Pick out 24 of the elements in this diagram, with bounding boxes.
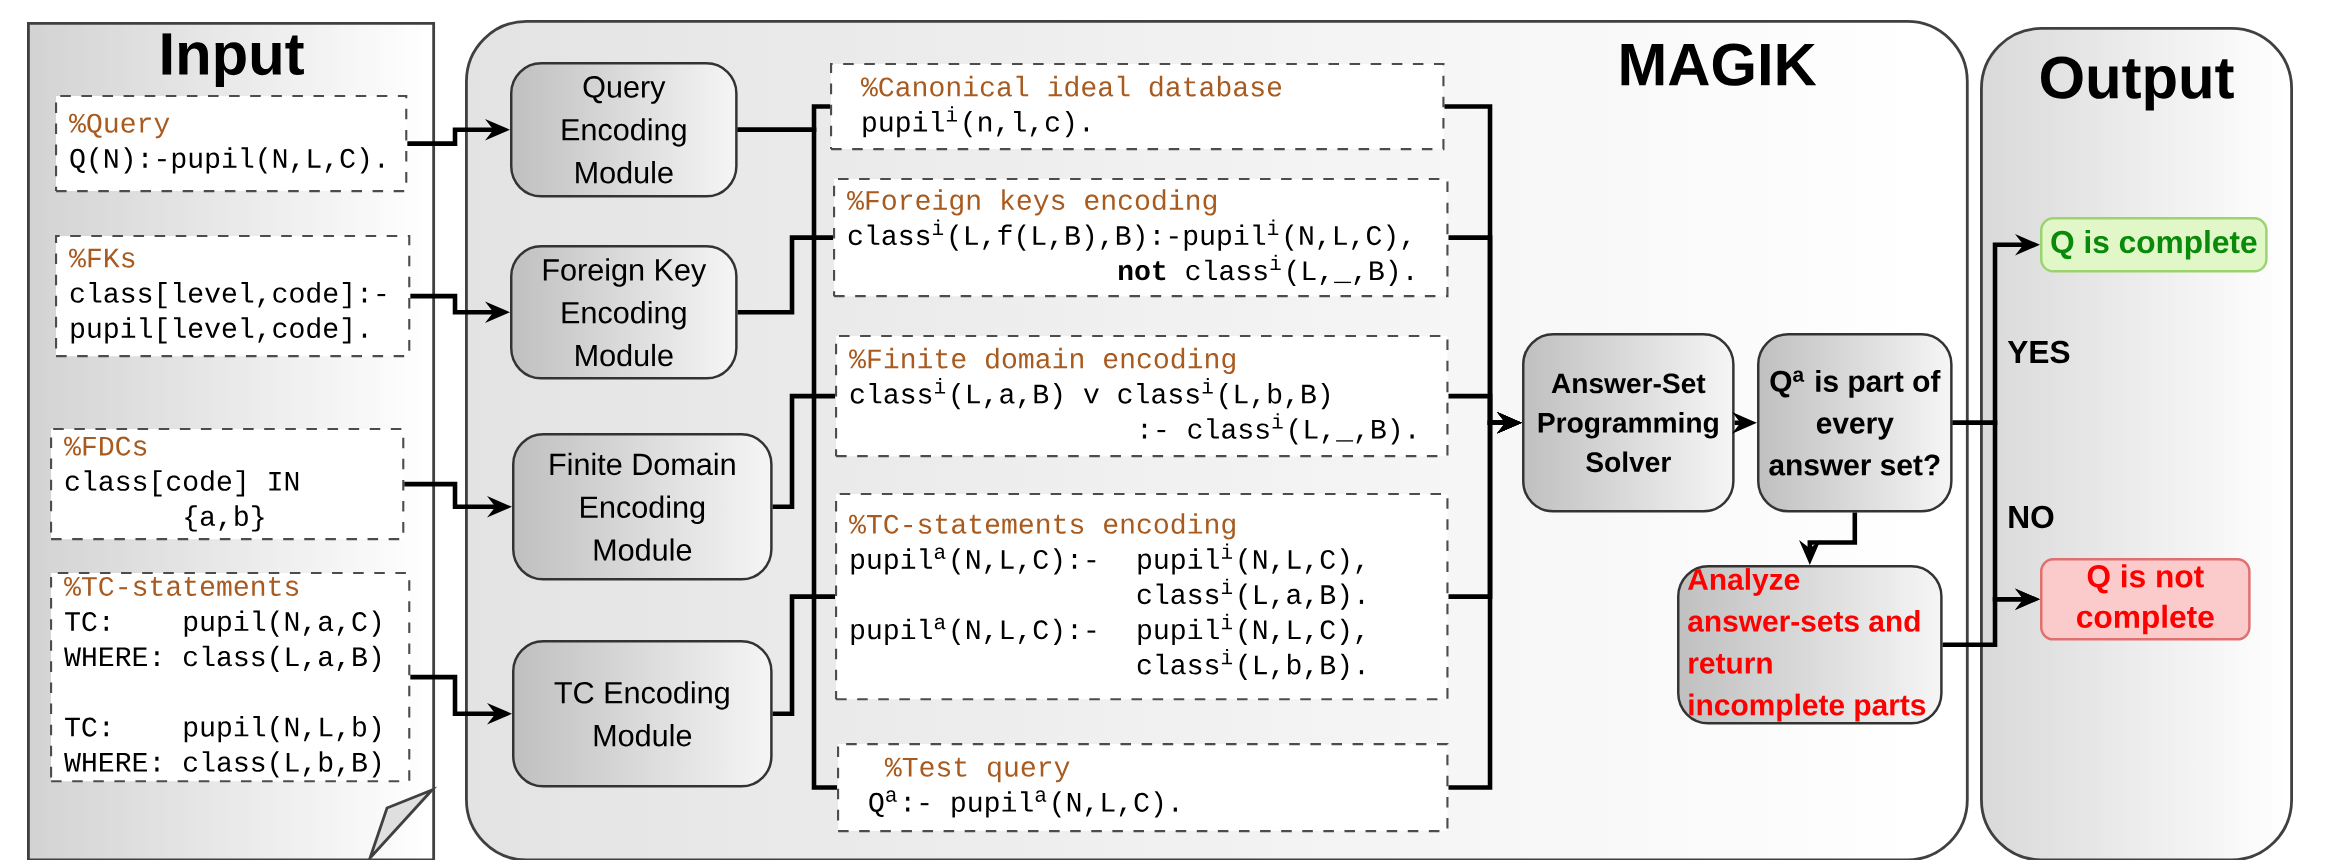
process-box: TC Encoding Module [512,640,773,788]
process-box: Analyze answer-sets and return incomplete parts [1677,565,1943,725]
code-box: %FKs class[level,code]:- pupil[level,code]. [55,235,411,358]
code-box: %TC-statements TC: pupil(N,a,C) WHERE: class(L,a,B) TC: pupil(N,L,b) WHERE: class(L,b,B) [50,572,411,783]
edge-label: NO [2009,505,2054,529]
code-box: %FDCs class[code] IN {a,b} [50,428,405,541]
edge-label: YES [2007,340,2070,364]
connector-line [772,393,835,510]
process-box: Answer-Set Programming Solver [1522,333,1735,513]
process-box: Query Encoding Module [510,62,738,198]
connector-line [737,235,833,315]
code-box: %Finite domain encoding class$^{i}$(L,a,B) v class$^{i}$(L,b,B) :- class$^{i}$(L,_,B). [835,335,1449,458]
code-box: %Foreign keys encoding class$^{i}$(L,f(L,B),B):-pupil$^{i}$(N,L,C), not class$^{i}$(L,_,B). [833,178,1449,298]
process-box: Finite Domain Encoding Module [512,433,773,581]
code-box: %Query Q(N):-pupil(N,L,C). [55,95,408,193]
connector-line [737,127,837,790]
code-box: %Canonical ideal database pupil$^{i}$(n,l,c). [830,63,1445,151]
result-box: Q is complete [2040,217,2268,273]
decision-box: Q$^{a}$ is part of every answer set? [1757,333,1953,513]
process-box: Foreign Key Encoding Module [510,245,738,380]
code-box: %TC-statements encoding pupil$^{a}$(N,L,C):- pupil$^{i}$(N,L,C), class$^{i}$(L,a,B). pupil$^{a}$(N,L,C):- pupil$^{i}$(N,L,C), class$^{i}$(L,b,B). [835,493,1449,701]
code-box: %Test query Q$^{a}$:- pupil$^{a}$(N,L,C). [837,743,1449,833]
connector-line [772,594,835,717]
result-box: Q is not complete [2040,558,2251,641]
